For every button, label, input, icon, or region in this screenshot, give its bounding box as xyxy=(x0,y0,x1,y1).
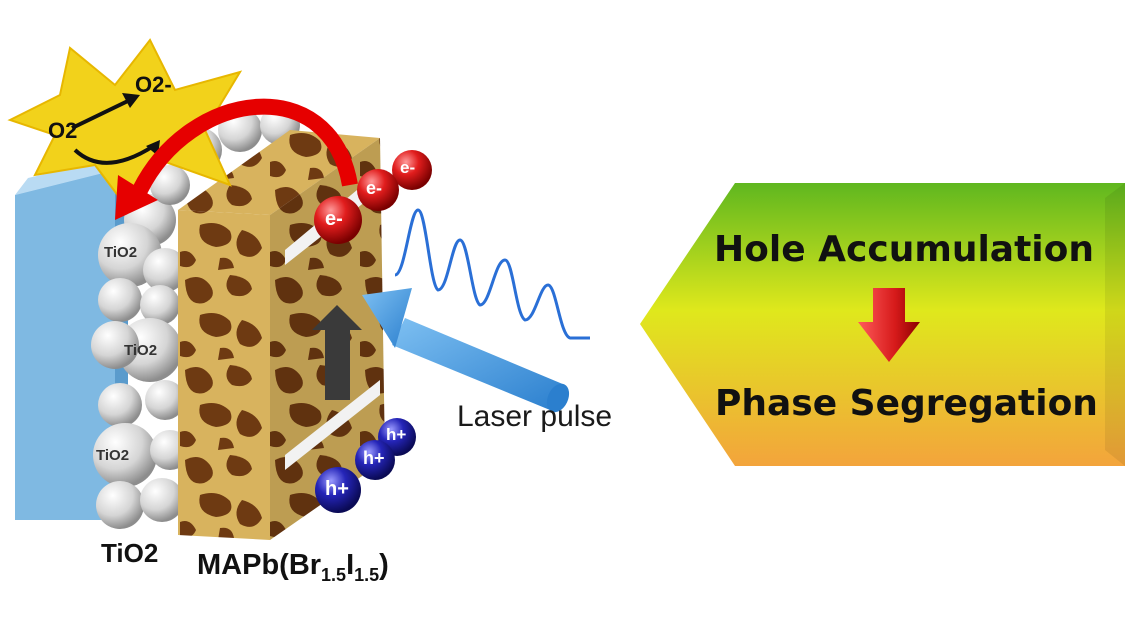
superoxide-label: O2- xyxy=(135,72,172,97)
perovskite-label-sub2: 1.5 xyxy=(354,564,380,585)
tio2-ball-label: TiO2 xyxy=(104,244,138,261)
tio2-ball-label: TiO2 xyxy=(96,447,130,464)
laser-pulse-label: Laser pulse xyxy=(457,400,613,433)
perovskite-label-prefix: MAPb(Br xyxy=(197,549,322,581)
phase-segregation-text: Phase Segregation xyxy=(715,383,1098,424)
laser-arrow xyxy=(362,288,570,413)
hole-label: h+ xyxy=(386,425,407,444)
perovskite-label-suffix: ) xyxy=(379,549,389,581)
electron-transfer-arrow xyxy=(132,98,358,194)
perovskite-label: MAPb(Br1.5I1.5) xyxy=(197,549,389,586)
electron-transfer-arrowhead xyxy=(115,175,158,220)
holes xyxy=(315,418,416,513)
callout xyxy=(640,183,1125,466)
hole-label: h+ xyxy=(363,448,385,468)
electron-label: e- xyxy=(366,178,383,198)
perovskite-label-sub1: 1.5 xyxy=(321,564,347,585)
hole-label: h+ xyxy=(325,478,349,500)
laser-pulse-wave xyxy=(394,208,590,340)
tio2-label: TiO2 xyxy=(101,538,159,568)
electron-label: e- xyxy=(325,208,343,230)
electron-label: e- xyxy=(400,158,416,177)
tio2-ball-label: TiO2 xyxy=(124,342,158,359)
callout-text: Hole Accumulation Phase Segregation xyxy=(640,183,1125,466)
electrons xyxy=(314,150,432,244)
down-arrow xyxy=(858,288,920,362)
tio2-particles xyxy=(91,105,300,529)
perovskite-label-mid: I xyxy=(346,549,355,581)
o2-label: O2 xyxy=(48,118,78,143)
hole-accumulation-text: Hole Accumulation xyxy=(714,229,1095,270)
